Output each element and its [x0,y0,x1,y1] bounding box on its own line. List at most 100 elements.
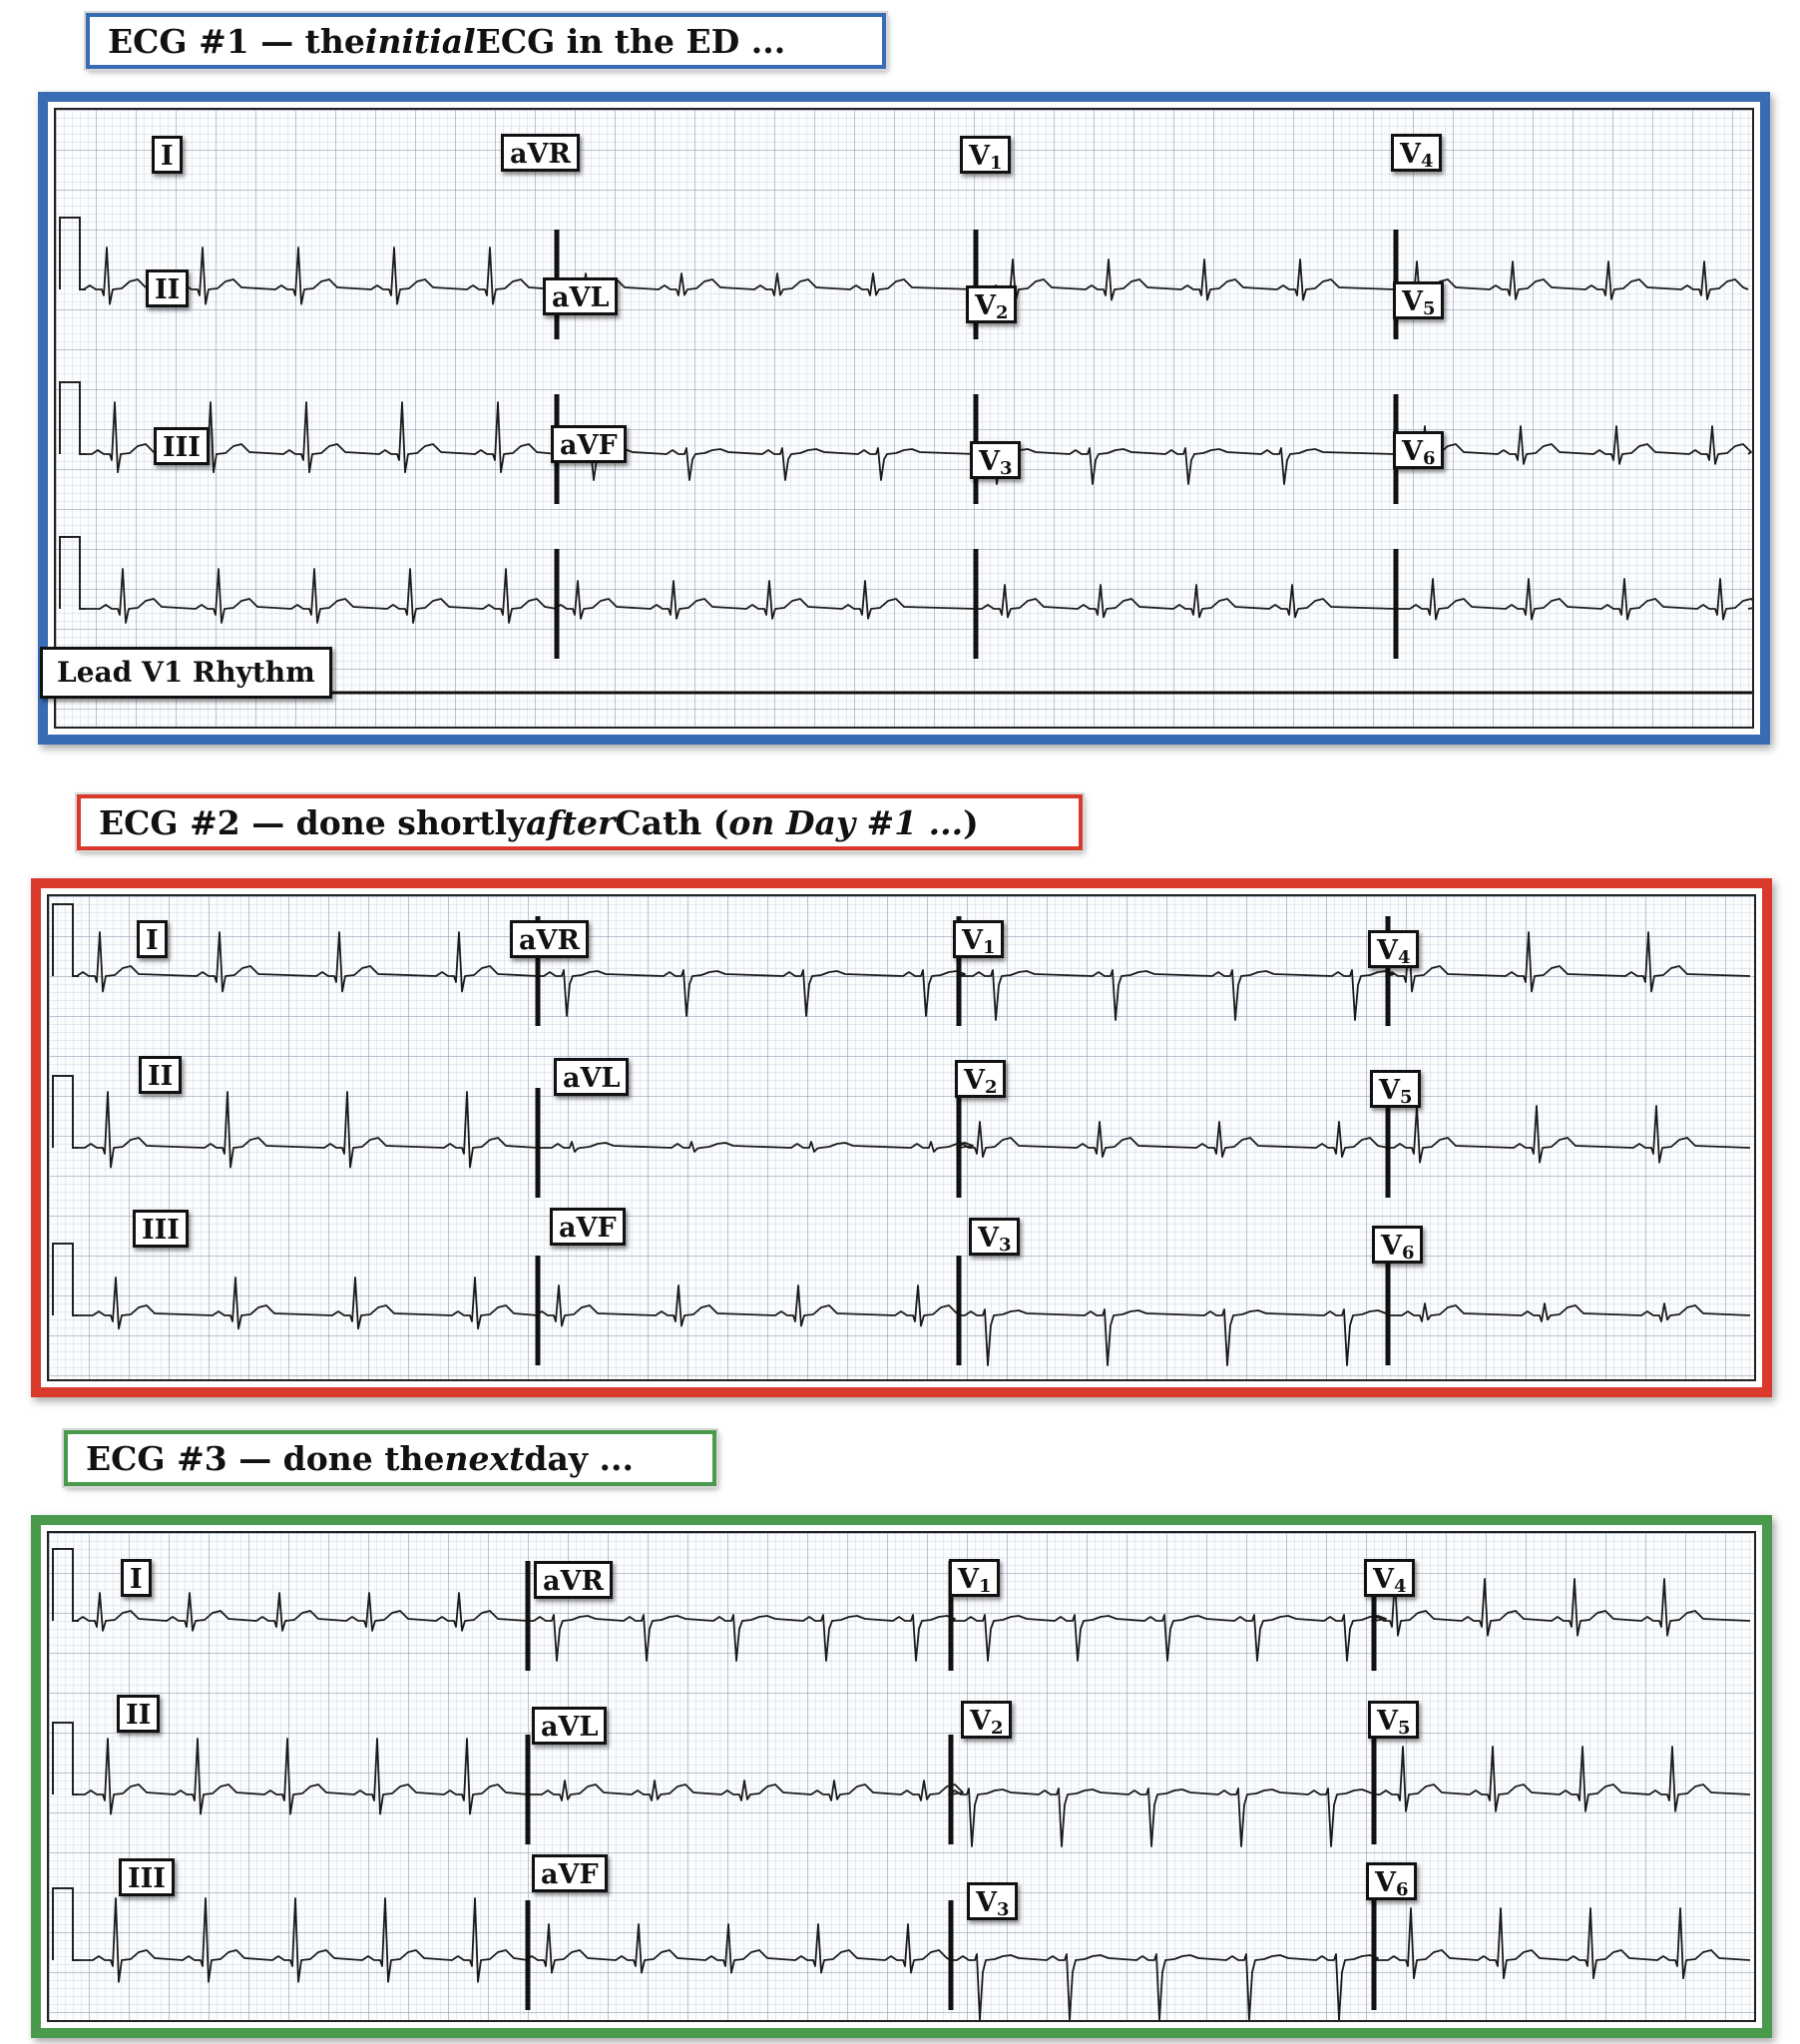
ecg-trace [79,1277,539,1330]
lead-name: V [1400,139,1421,170]
lead-label: V4 [1364,1559,1416,1597]
ecg-trace [1388,1105,1751,1164]
ecg-trace [535,1284,960,1327]
lead-label: II [146,269,190,307]
ecg2-traces [52,903,1751,1366]
lead-name: II [126,1700,152,1731]
ecg-trace [538,969,966,1017]
lead-name: aVF [559,1213,617,1244]
ecg-trace [1385,931,1751,993]
lead-label: aVR [534,1561,613,1599]
ecg-trace [973,447,1397,485]
lead-label: V5 [1368,1701,1420,1739]
lead-subscript: 1 [989,153,1003,174]
lead-subscript: 3 [999,458,1013,479]
lead-label: V5 [1393,281,1445,319]
rhythm-label: Lead V1 Rhythm [40,647,332,699]
lead-name: V [1377,935,1398,966]
lead-label: V3 [967,1882,1019,1920]
lead-name: I [161,141,174,172]
ecg-trace [1371,1578,1751,1637]
calibration-pulse [52,903,79,977]
ecg-trace [538,1141,974,1153]
lead-label: aVL [532,1707,608,1745]
lead-label: V4 [1368,930,1420,968]
calibration-pulse [52,1243,79,1316]
ecg-trace [1393,260,1749,300]
lead-label: aVL [543,277,619,315]
lead-label: II [117,1695,161,1733]
calibration-pulse [52,1548,79,1622]
lead-subscript: 2 [984,1077,998,1098]
lead-subscript: 1 [978,1576,992,1597]
ecg-trace [554,580,977,620]
lead-name: V [979,446,1000,477]
lead-name: V [978,1223,999,1254]
lead-label: I [121,1559,152,1597]
lead-name: III [142,1215,180,1246]
lead-subscript: 6 [1395,1879,1409,1900]
lead-label: V1 [960,136,1012,174]
calibration-pulse [52,1075,79,1149]
lead-subscript: 1 [982,937,996,958]
lead-subscript: 4 [1397,947,1411,968]
lead-label: V2 [961,1701,1013,1739]
lead-name: V [976,1887,997,1918]
ecg-trace [956,1121,1389,1158]
calibration-pulse [59,536,86,610]
ecg2-title: ECG #2 — done shortly after Cath (on Day… [77,794,1083,850]
lead-label: aVF [532,1854,608,1892]
lead-name: II [148,1061,174,1092]
lead-subscript: 6 [1401,1243,1415,1264]
lead-name: V [1402,436,1423,467]
lead-label: III [133,1210,189,1248]
lead-name: III [128,1863,166,1894]
lead-subscript: 2 [995,302,1009,323]
lead-label: aVF [551,425,627,463]
ecg-trace [951,1614,1387,1662]
lead-name: V [1379,1075,1400,1106]
ecg-trace [951,1953,1379,2020]
lead-subscript: 4 [1420,151,1434,172]
ecg1-traces [56,217,1752,695]
lead-label: III [154,427,210,465]
ecg-trace [976,258,1397,301]
ecg1-title-c: ECG in the ED ... [475,21,786,61]
lead-label: III [119,1858,175,1896]
lead-name: aVF [560,430,618,461]
lead-label: V6 [1393,431,1445,469]
ecg2-title-c: Cath ( [615,802,729,842]
lead-label: II [139,1056,183,1094]
ecg1-title-a: ECG #1 — the [108,21,365,61]
lead-name: V [1402,286,1423,317]
lead-name: V [1375,1867,1396,1898]
ecg2-title-d: on Day #1 ... [728,802,964,842]
lead-label: V2 [955,1060,1007,1098]
lead-name: V [1373,1564,1394,1595]
lead-subscript: 5 [1399,1087,1413,1108]
lead-label: V6 [1372,1226,1424,1264]
ecg-trace [959,1308,1389,1366]
lead-name: V [975,290,996,321]
calibration-pulse [52,1722,79,1795]
ecg2-title-e: ) [963,802,979,842]
lead-name: V [962,925,983,956]
ecg-trace [948,1788,1375,1847]
lead-label: V2 [966,285,1018,323]
ecg-trace [86,568,558,624]
ecg1-title: ECG #1 — the initial ECG in the ED ... [86,13,886,69]
ecg-trace [1374,1907,1751,1980]
lead-name: V [970,1706,991,1737]
lead-name: aVF [541,1859,599,1890]
ecg-trace [76,931,539,993]
lead-name: aVL [552,282,610,313]
ecg3-title-c: day ... [524,1438,634,1478]
lead-label: V1 [953,920,1005,958]
lead-subscript: 3 [998,1235,1012,1256]
lead-name: aVR [519,925,580,956]
lead-name: II [155,274,181,305]
lead-subscript: 5 [1397,1718,1411,1739]
